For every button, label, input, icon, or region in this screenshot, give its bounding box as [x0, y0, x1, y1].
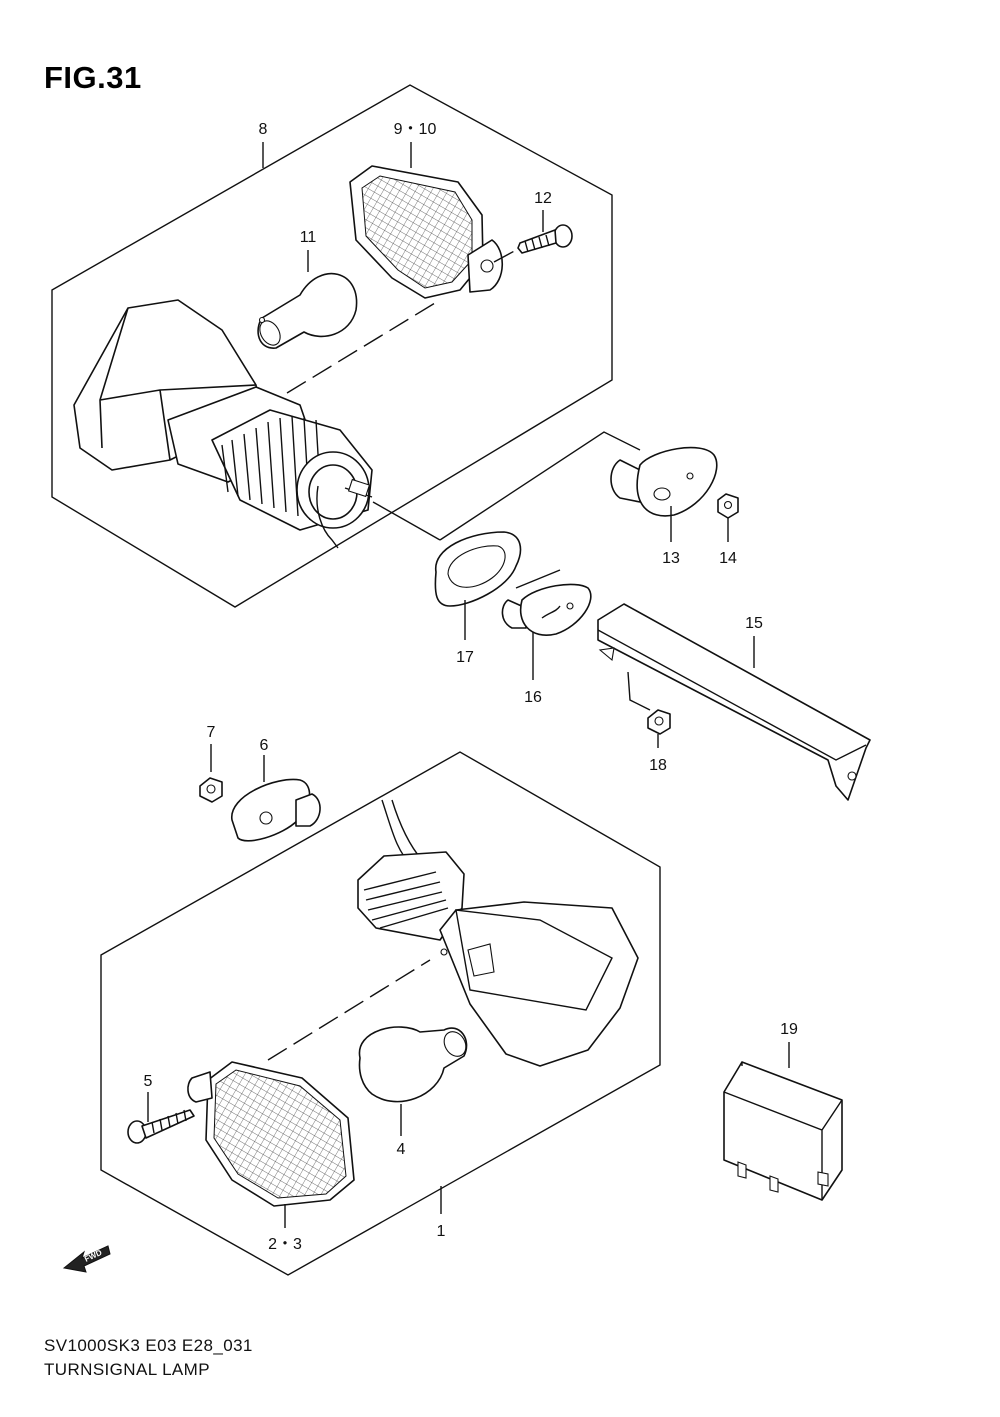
- callout-18: 18: [649, 757, 667, 774]
- figure-title: FIG.31: [44, 60, 142, 95]
- upper-screw: [517, 224, 573, 254]
- callout-13: 13: [662, 550, 680, 567]
- upper-lens: [349, 165, 503, 299]
- callout-1: 1: [437, 1223, 446, 1240]
- fwd-arrow-marker: FWD: [62, 1245, 111, 1273]
- rear-grommet: [610, 446, 718, 517]
- mount-bracket-outline: [439, 431, 641, 541]
- callout-8: 8: [259, 121, 268, 138]
- upper-assembly-box: [51, 84, 613, 608]
- model-code: SV1000SK3 E03 E28_031: [44, 1336, 253, 1355]
- callout-2-3: 2・3: [268, 1236, 302, 1253]
- lower-assembly-box: [100, 751, 661, 1276]
- relay-unit: [723, 1061, 843, 1201]
- callout-11: 11: [300, 229, 317, 246]
- lower-bulb: [358, 1026, 468, 1103]
- callout-19: 19: [780, 1021, 798, 1038]
- callout-6: 6: [260, 737, 269, 754]
- mounting-bracket: [597, 603, 871, 801]
- lower-lens: [187, 1061, 355, 1207]
- rear-nut: [717, 493, 739, 519]
- bracket-nut: [647, 709, 671, 735]
- callout-16: 16: [524, 689, 542, 706]
- lower-screw: [127, 1109, 195, 1144]
- callout-15: 15: [745, 615, 763, 632]
- callout-4: 4: [397, 1141, 406, 1158]
- callout-leaders: [147, 142, 790, 1228]
- callout-5: 5: [144, 1073, 153, 1090]
- upper-lamp-housing: [73, 299, 373, 549]
- callout-12: 12: [534, 190, 552, 207]
- front-grommet: [501, 583, 592, 636]
- callout-7: 7: [207, 724, 216, 741]
- lower-lamp-housing: [357, 799, 639, 1067]
- callout-14: 14: [719, 550, 737, 567]
- callout-9-10: 9・10: [394, 121, 437, 138]
- upper-bulb: [257, 272, 358, 349]
- figure-name: TURNSIGNAL LAMP: [44, 1360, 210, 1379]
- spacer-plate: [434, 531, 522, 607]
- callout-17: 17: [456, 649, 474, 666]
- lower-grommet: [231, 778, 321, 842]
- lower-nut: [199, 777, 223, 803]
